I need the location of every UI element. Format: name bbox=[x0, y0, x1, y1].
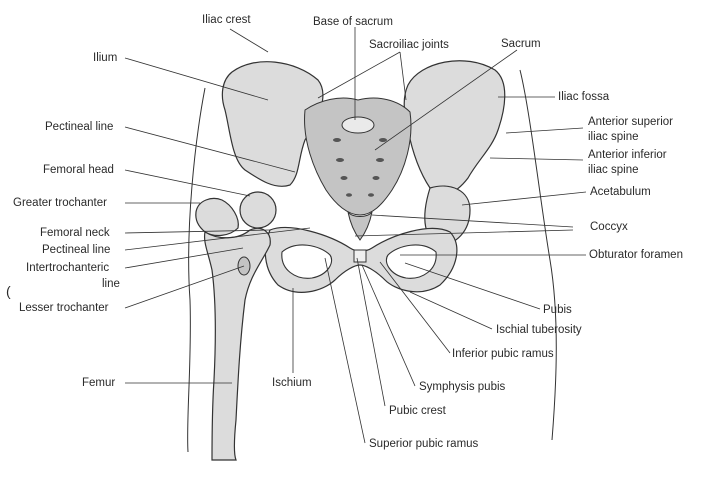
label-anterior-superior-iliac-spine-1: Anterior superior bbox=[588, 116, 674, 128]
label-obturator-foramen: Obturator foramen bbox=[589, 249, 683, 261]
label-femoral-head: Femoral head bbox=[43, 164, 114, 176]
label-ischial-tuberosity: Ischial tuberosity bbox=[496, 324, 582, 336]
label-greater-trochanter: Greater trochanter bbox=[13, 197, 107, 209]
right-ilium bbox=[403, 60, 506, 196]
label-lesser-trochanter: Lesser trochanter bbox=[19, 302, 109, 314]
body-outline-left bbox=[187, 87, 206, 453]
label-pubis: Pubis bbox=[543, 304, 572, 316]
label-intertrochanteric-1: Intertrochanteric bbox=[26, 262, 110, 274]
greater-trochanter-shape bbox=[195, 197, 239, 237]
label-ischium: Ischium bbox=[272, 377, 312, 389]
label-sacroiliac-joints: Sacroiliac joints bbox=[369, 39, 449, 51]
label-symphysis-pubis: Symphysis pubis bbox=[419, 381, 506, 393]
femur-shaft bbox=[203, 227, 271, 461]
label-femur: Femur bbox=[82, 377, 116, 389]
label-coccyx: Coccyx bbox=[590, 221, 628, 233]
label-anterior-superior-iliac-spine-2: iliac spine bbox=[588, 131, 639, 143]
stray-glyph: ( bbox=[6, 283, 11, 299]
label-inferior-pubic-ramus: Inferior pubic ramus bbox=[452, 348, 554, 360]
right-obturator-foramen bbox=[385, 244, 437, 279]
coccyx-shape bbox=[347, 211, 373, 241]
label-superior-pubic-ramus: Superior pubic ramus bbox=[369, 438, 479, 450]
base-of-sacrum-shape bbox=[341, 116, 375, 134]
leader-lines bbox=[124, 27, 587, 444]
label-intertrochanteric-2: line bbox=[102, 278, 120, 290]
label-anterior-inferior-iliac-spine-1: Anterior inferior bbox=[588, 149, 667, 161]
label-femoral-neck: Femoral neck bbox=[40, 227, 110, 239]
label-iliac-crest: Iliac crest bbox=[202, 14, 251, 26]
left-ilium bbox=[221, 61, 324, 187]
label-pectineal-line-upper: Pectineal line bbox=[45, 121, 114, 133]
symphysis-shape bbox=[353, 249, 367, 263]
label-iliac-fossa: Iliac fossa bbox=[558, 91, 610, 103]
label-base-of-sacrum: Base of sacrum bbox=[313, 16, 393, 28]
sacral-foramina bbox=[333, 138, 387, 197]
label-sacrum: Sacrum bbox=[501, 38, 541, 50]
label-pubic-crest: Pubic crest bbox=[389, 405, 446, 417]
label-ilium: Ilium bbox=[93, 52, 118, 64]
femoral-head-shape bbox=[239, 191, 277, 229]
left-obturator-foramen bbox=[281, 244, 333, 279]
label-anterior-inferior-iliac-spine-2: iliac spine bbox=[588, 164, 639, 176]
label-pectineal-line-lower: Pectineal line bbox=[42, 244, 111, 256]
label-acetabulum: Acetabulum bbox=[590, 186, 651, 198]
body-outline-right bbox=[519, 69, 557, 441]
sacrum-shape bbox=[304, 97, 412, 216]
